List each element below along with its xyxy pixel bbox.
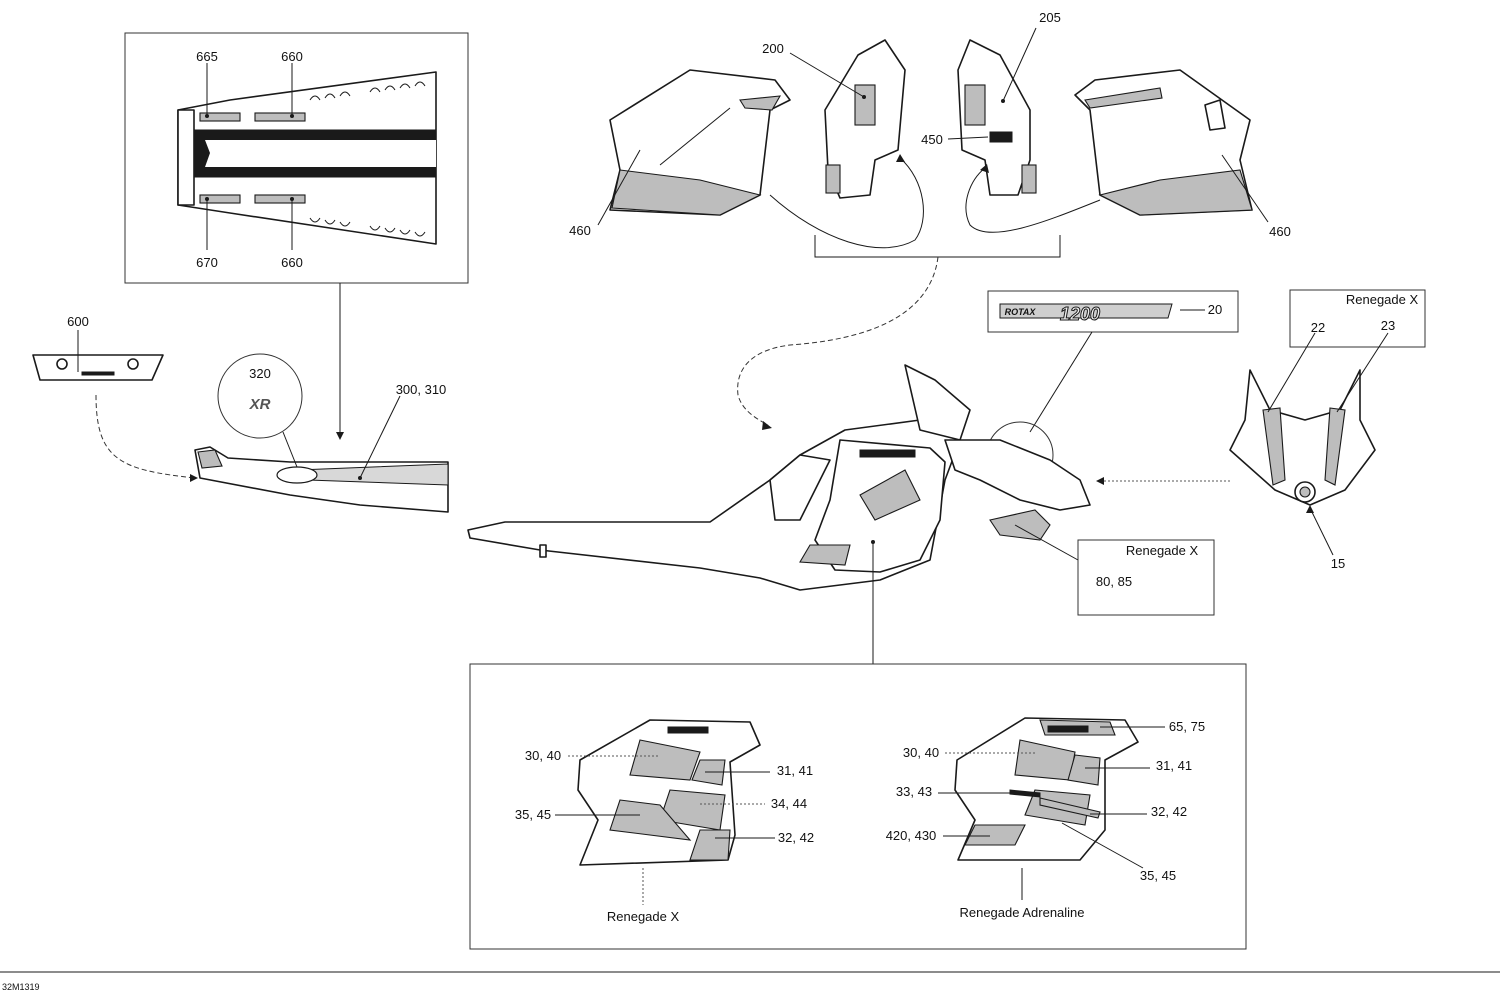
callout-670: 670 <box>196 255 218 270</box>
part-600-bracket <box>32 354 164 381</box>
rx-callout-32-42: 32, 42 <box>778 830 814 845</box>
callout-15: 15 <box>1331 556 1345 571</box>
sled-hood <box>944 439 1091 511</box>
rx-callout-31-41: 31, 41 <box>777 763 813 778</box>
tunnel-decal-660-bottom <box>254 194 306 204</box>
tunnel-end-plate <box>177 109 195 206</box>
renegade-x-belly-frame <box>1077 539 1215 616</box>
rx-callout-30-40: 30, 40 <box>525 748 561 763</box>
engine-decal-20 <box>999 303 1173 319</box>
tunnel-decal-670 <box>199 194 241 204</box>
tunnel-decal-665 <box>199 112 241 122</box>
decal-450 <box>989 131 1013 143</box>
nose-decal-22 <box>1262 407 1286 486</box>
rx-callout-35-45: 35, 45 <box>515 807 551 822</box>
main-sled-body: Renegade X 80, 85 <box>467 364 1230 664</box>
callout-22: 22 <box>1311 320 1325 335</box>
ra-callout-65-75: 65, 75 <box>1169 719 1205 734</box>
callout-460-right: 460 <box>1269 224 1291 239</box>
decal-200 <box>854 84 876 126</box>
tunnel-vent-holes-top <box>309 81 426 101</box>
xr-logo-detail-circle <box>217 353 303 439</box>
callout-80-85: 80, 85 <box>1096 574 1132 589</box>
renegade-x-head-label: Renegade X <box>1346 292 1419 307</box>
callout-460-left: 460 <box>569 223 591 238</box>
ra-callout-30-40: 30, 40 <box>903 745 939 760</box>
callout-300-310: 300, 310 <box>396 382 447 397</box>
ra-callout-420-430: 420, 430 <box>886 828 937 843</box>
ra-callout-32-42: 32, 42 <box>1151 804 1187 819</box>
callout-23: 23 <box>1381 318 1395 333</box>
callout-205: 205 <box>1039 10 1061 25</box>
ra-decal-31-41 <box>1067 754 1101 786</box>
xr-logo-detail-text: XR <box>249 396 271 413</box>
comparison-frame <box>469 663 1247 950</box>
renegade-x-head-frame <box>1289 289 1426 348</box>
ra-callout-35-45: 35, 45 <box>1140 868 1176 883</box>
rx-decal-30-40 <box>629 739 701 781</box>
right-upper-panel <box>957 39 1031 196</box>
front-nose-group: Renegade X 22 23 15 <box>1229 289 1426 571</box>
nose-decal-23 <box>1324 407 1346 486</box>
drawing-id: 32M1319 <box>2 982 40 992</box>
renegade-adrenaline-side-panel: 65, 75 30, 40 31, 41 33, 43 32, 42 420, … <box>886 717 1205 920</box>
rx-callout-34-44: 34, 44 <box>771 796 807 811</box>
callout-600: 600 <box>67 314 89 329</box>
sled-hood-decal-80-85 <box>989 509 1051 541</box>
callout-200: 200 <box>762 41 784 56</box>
xr-logo-decal <box>276 466 318 484</box>
engine-decal-group: ROTAX 1200 20 <box>986 290 1239 489</box>
callout-665: 665 <box>196 49 218 64</box>
renegade-adrenaline-label: Renegade Adrenaline <box>959 905 1084 920</box>
renegade-x-belly-label: Renegade X <box>1126 543 1199 558</box>
ra-callout-33-43: 33, 43 <box>896 784 932 799</box>
front-nose-panel <box>1229 369 1376 506</box>
tunnel-inset-frame <box>124 32 469 284</box>
rotax-text: ROTAX <box>1005 307 1037 317</box>
ra-decal-420-430 <box>964 824 1026 846</box>
callout-320: 320 <box>249 366 271 381</box>
callout-660-top: 660 <box>281 49 303 64</box>
side-panels-top-row: 460 200 205 450 460 <box>569 10 1291 430</box>
engine-decal-frame <box>987 290 1239 333</box>
decal-205 <box>964 84 986 126</box>
part-600-group: 600 <box>32 314 198 482</box>
callout-20: 20 <box>1208 302 1222 317</box>
callout-660-bottom: 660 <box>281 255 303 270</box>
tunnel-vent-holes-bottom <box>309 217 426 237</box>
ra-callout-31-41: 31, 41 <box>1156 758 1192 773</box>
tunnel-side-group: XR 320 300, 310 <box>194 353 449 513</box>
engine-1200-text: 1200 <box>1060 304 1100 324</box>
sled-windshield <box>904 364 971 441</box>
tunnel-top-view-inset: 665 660 670 660 <box>124 32 469 284</box>
side-panel-comparison: 30, 40 31, 41 34, 44 35, 45 32, 42 Reneg… <box>469 663 1247 950</box>
ra-decal-32-42 <box>1039 797 1101 819</box>
callout-450: 450 <box>921 132 943 147</box>
renegade-x-bottom-label: Renegade X <box>607 909 680 924</box>
rx-decal-35-45 <box>609 799 692 841</box>
renegade-x-side-panel: 30, 40 31, 41 34, 44 35, 45 32, 42 Reneg… <box>515 719 814 924</box>
tunnel-decal-660-top <box>254 112 306 122</box>
